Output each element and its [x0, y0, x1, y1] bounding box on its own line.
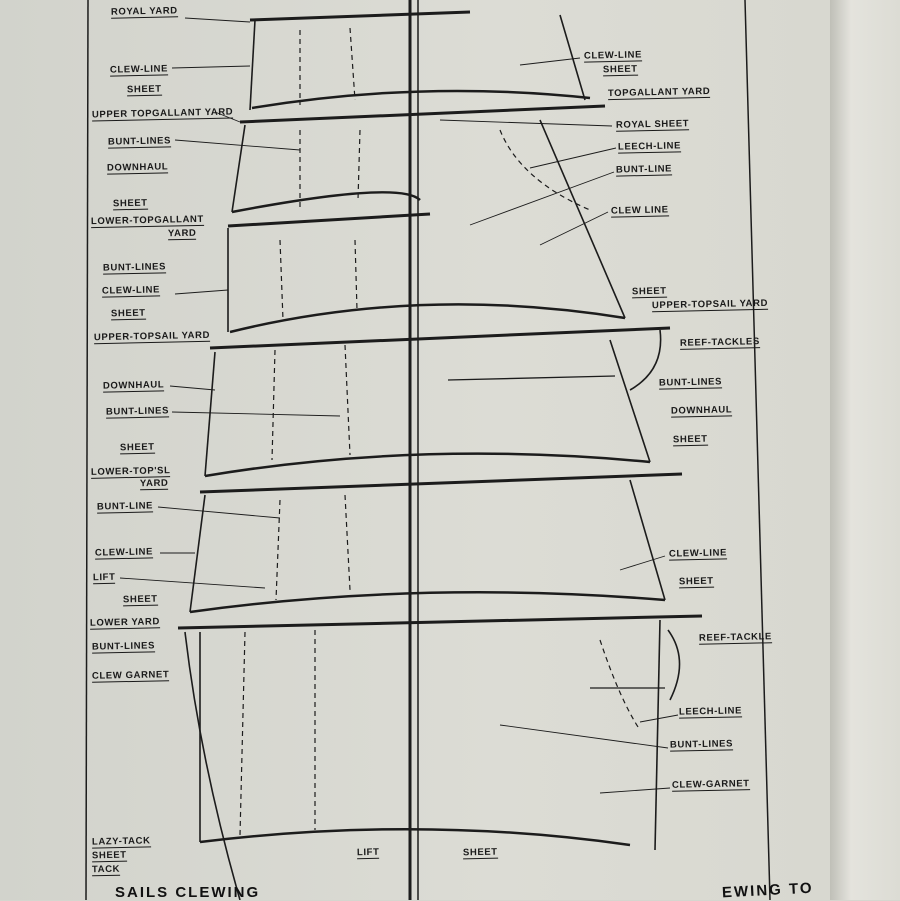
label-sheet: SHEET [112, 197, 148, 211]
label-lazy-tack: LAZY-TACK [91, 835, 151, 849]
label-sheet: SHEET [119, 441, 155, 455]
label-tack: TACK [91, 863, 121, 877]
label-clew-line: CLEW-LINE [101, 284, 161, 298]
label-lift: LIFT [92, 571, 116, 585]
label-downhaul: DOWNHAUL [670, 404, 733, 418]
label-sheet: SHEET [91, 849, 127, 863]
label-upper-topsail-yard: UPPER-TOPSAIL YARD [651, 297, 769, 313]
label-sheet: SHEET [678, 575, 714, 589]
label-clew-line: CLEW-LINE [583, 49, 643, 63]
label-upper-topsail-yard: UPPER-TOPSAIL YARD [93, 329, 211, 345]
label-lift: LIFT [356, 846, 380, 860]
label-clew-garnet: CLEW-GARNET [671, 778, 750, 792]
lower-yard [177, 614, 703, 630]
label-leech-line: LEECH-LINE [617, 140, 682, 154]
label-bunt-lines: BUNT-LINES [91, 640, 156, 654]
label-downhaul: DOWNHAUL [102, 379, 165, 393]
label-reef-tackles: REEF-TACKLES [679, 336, 760, 350]
lower-topsail-yard [199, 472, 683, 494]
label-lower-yard: LOWER YARD [89, 616, 160, 630]
label-lower-topsl: LOWER-TOP'SL [90, 465, 171, 479]
book-page [0, 0, 830, 900]
label-sheet: SHEET [122, 593, 158, 607]
label-clew-garnet: CLEW GARNET [91, 669, 170, 683]
label-lower-topsl-yard: YARD [139, 477, 169, 491]
upper-topgallant-yard [239, 104, 606, 124]
bunt-lines [239, 27, 641, 836]
label-clew-line: CLEW-LINE [94, 546, 154, 560]
label-bunt-lines: BUNT-LINES [102, 261, 167, 275]
label-leech-line: LEECH-LINE [678, 705, 743, 719]
upper-topsail-yard [209, 326, 671, 350]
label-sheet: SHEET [672, 433, 708, 447]
label-clew-line: CLEW-LINE [109, 63, 169, 77]
lower-topgallant-yard [227, 212, 431, 228]
label-lower-topgallant: LOWER-TOPGALLANT [90, 213, 204, 229]
reef-points [447, 375, 665, 689]
label-bunt-line: BUNT-LINE [615, 163, 673, 177]
sail-feet [189, 89, 666, 847]
caption-left: SAILS CLEWING [115, 884, 261, 901]
label-lower-topgallant-yard: YARD [167, 227, 197, 241]
label-sheet: SHEET [126, 83, 162, 97]
label-sheet: SHEET [110, 307, 146, 321]
leader-lines [119, 17, 679, 794]
label-bunt-lines: BUNT-LINES [107, 135, 172, 149]
label-reef-tackle: REEF-TACKLE [698, 631, 773, 645]
label-sheet: SHEET [631, 285, 667, 299]
label-sheet: SHEET [602, 63, 638, 77]
page-edge [830, 0, 900, 900]
frame-right [744, 0, 771, 900]
sail-leeches [184, 14, 681, 900]
royal-yard [249, 10, 471, 22]
yards [177, 10, 703, 630]
label-royal-sheet: ROYAL SHEET [615, 118, 690, 132]
frame-left [85, 0, 89, 900]
label-bunt-lines: BUNT-LINES [105, 405, 170, 419]
label-clew-line: CLEW LINE [610, 204, 669, 218]
label-downhaul: DOWNHAUL [106, 161, 169, 175]
label-topgallant-yard: TOPGALLANT YARD [607, 85, 711, 101]
label-bunt-lines: BUNT-LINES [669, 738, 734, 752]
label-sheet: SHEET [462, 846, 498, 860]
label-royal-yard: ROYAL YARD [110, 5, 178, 19]
label-clew-line: CLEW-LINE [668, 547, 728, 561]
label-bunt-lines: BUNT-LINES [658, 376, 723, 390]
label-bunt-line: BUNT-LINE [96, 500, 154, 514]
